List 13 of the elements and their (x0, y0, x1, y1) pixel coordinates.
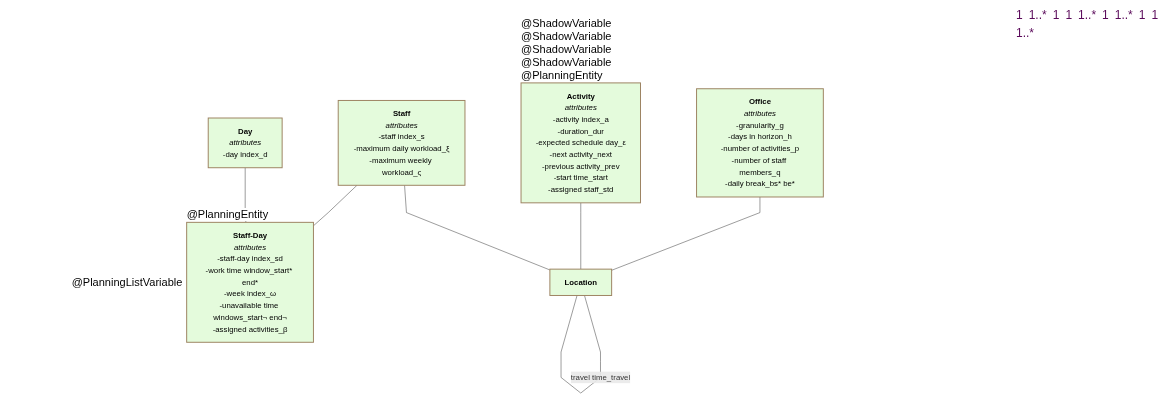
multiplicity-label: 1 (1016, 8, 1023, 22)
multiplicity-label: 1 (1065, 8, 1073, 22)
annotation-label: @PlanningEntity (186, 208, 269, 222)
multiplicity-label: 1 (1052, 8, 1060, 22)
multiplicity-label: 1..* (1114, 8, 1133, 22)
annotation-label: @ShadowVariable (521, 16, 612, 30)
multiplicity-label: 1..* (1016, 26, 1034, 40)
multiplicity-label: 1..* (1028, 8, 1047, 22)
multiplicity-label: 1 (1151, 8, 1159, 22)
annotation-label: @PlanningListVariable (71, 275, 183, 289)
multiplicity-label: 1..* (1078, 8, 1097, 22)
multiplicity-label: 1 (1138, 8, 1146, 22)
multiplicity-label: 1 (1102, 8, 1109, 22)
